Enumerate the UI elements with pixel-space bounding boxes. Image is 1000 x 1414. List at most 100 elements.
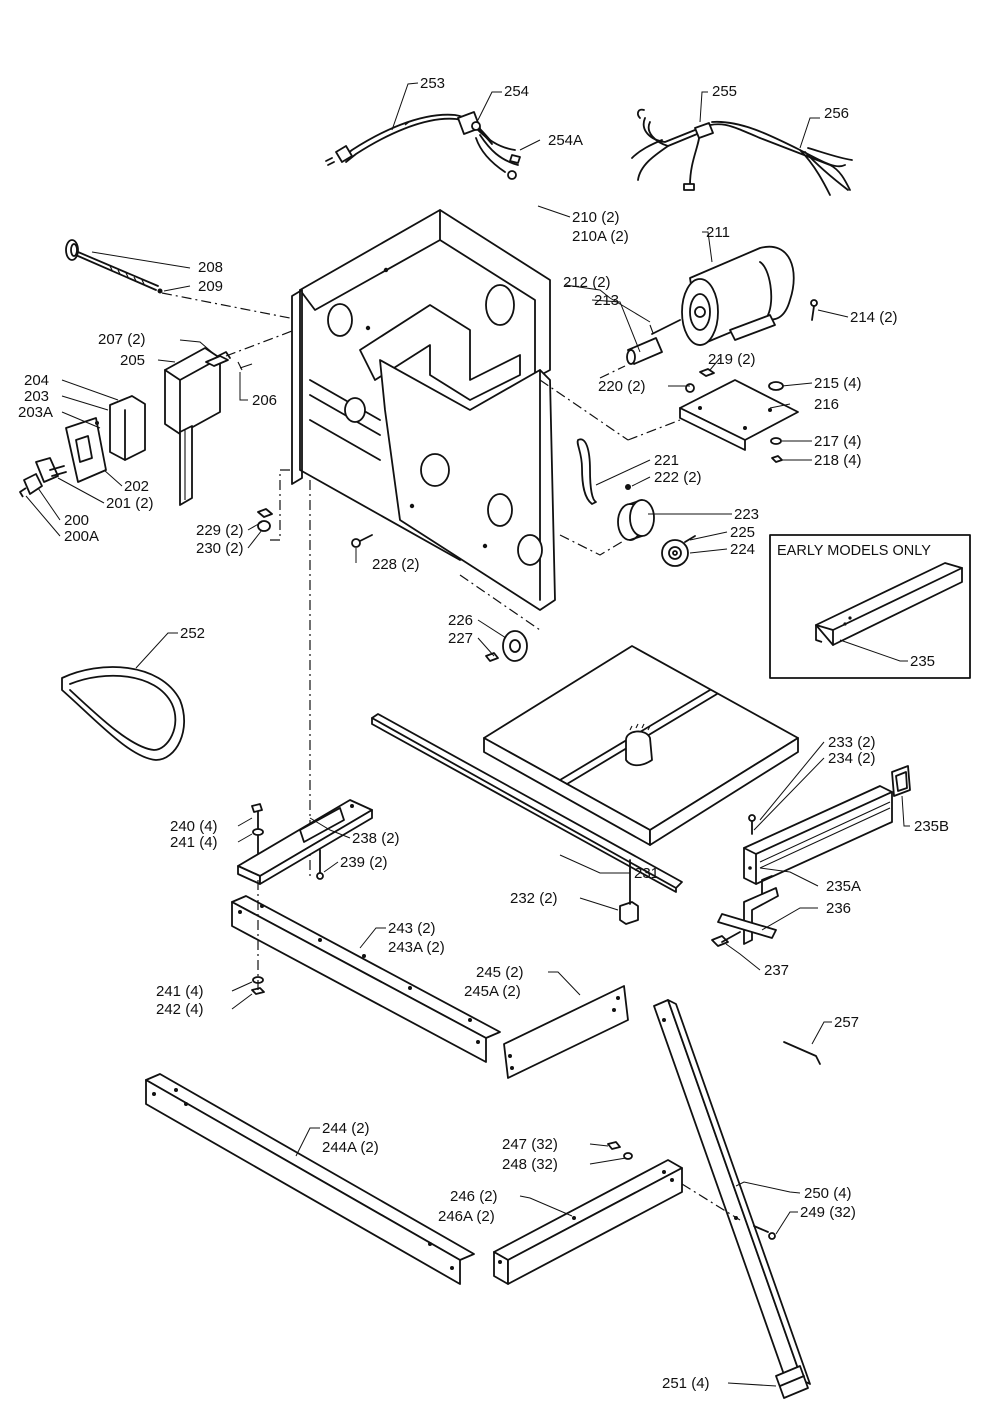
- pulley-224: [661, 539, 689, 567]
- assembly-line: [161, 292, 301, 321]
- assembly-line: [270, 469, 292, 541]
- label-241a: 241 (4): [170, 834, 218, 851]
- label-235A: 235A: [826, 878, 861, 895]
- switch-box-205: [164, 347, 221, 506]
- motor-plate-216: [679, 379, 799, 451]
- label-238: 238 (2): [352, 830, 400, 847]
- label-241b: 241 (4): [156, 983, 204, 1000]
- screw-225: [684, 535, 696, 543]
- belt-252: [61, 666, 185, 761]
- label-206: 206: [252, 392, 277, 409]
- label-249: 249 (32): [800, 1204, 856, 1221]
- assembly-line: [599, 365, 626, 379]
- nut-247: [607, 1141, 621, 1150]
- bolt-249: [753, 1225, 776, 1240]
- washer-241: [252, 828, 264, 836]
- bracket-236: [717, 875, 779, 945]
- label-205: 205: [120, 352, 145, 369]
- leader-lines: [25, 82, 910, 1387]
- nut-218: [771, 455, 783, 463]
- label-221: 221: [654, 452, 679, 469]
- label-203: 203: [24, 388, 49, 405]
- washer-220: [685, 383, 695, 393]
- label-211: 211: [706, 224, 730, 241]
- rail-231: [371, 713, 683, 893]
- label-246A: 246A (2): [438, 1208, 495, 1225]
- label-253: 253: [420, 75, 445, 92]
- nut-227: [485, 652, 499, 662]
- label-255: 255: [712, 83, 737, 100]
- screw-206: [237, 361, 243, 371]
- label-251: 251 (4): [662, 1375, 710, 1392]
- end-cap-235B: [891, 765, 911, 797]
- label-252: 252: [180, 625, 205, 642]
- setscrew-212: [649, 324, 654, 334]
- label-209: 209: [198, 278, 223, 295]
- bolt-239: [316, 849, 324, 880]
- saw-base-cabinet: [291, 209, 556, 611]
- nut-242: [251, 987, 265, 995]
- switch-200: [19, 457, 67, 498]
- brace-245: [503, 985, 629, 1079]
- label-203A: 203A: [18, 404, 53, 421]
- label-256: 256: [824, 105, 849, 122]
- brace-244: [145, 1073, 475, 1285]
- brace-246: [493, 1159, 683, 1285]
- screw-233: [748, 814, 756, 835]
- label-243: 243 (2): [388, 920, 436, 937]
- washer-217: [770, 437, 782, 445]
- inset-early-models: EARLY MODELS ONLY: [769, 534, 971, 679]
- label-245A: 245A (2): [464, 983, 521, 1000]
- foot-251: [775, 1365, 809, 1399]
- assembly-line: [459, 574, 541, 631]
- assembly-line: [539, 379, 629, 441]
- washer-215: [768, 381, 784, 391]
- label-237: 237: [764, 962, 789, 979]
- assembly-line: [681, 1183, 741, 1221]
- label-242: 242 (4): [156, 1001, 204, 1018]
- label-235: 235: [910, 653, 935, 670]
- label-226: 226: [448, 612, 473, 629]
- label-213: 213: [594, 292, 619, 309]
- hex-wrench-257: [783, 1041, 821, 1065]
- wire-256: [711, 120, 853, 196]
- knob-237: [711, 931, 741, 947]
- assembly-line: [559, 534, 626, 556]
- label-223: 223: [734, 506, 759, 523]
- label-244A: 244A (2): [322, 1139, 379, 1156]
- label-236: 236: [826, 900, 851, 917]
- label-257: 257: [834, 1014, 859, 1031]
- pulley-226: [502, 630, 528, 662]
- washer-248: [623, 1152, 633, 1160]
- label-212: 212 (2): [563, 274, 611, 291]
- label-234: 234 (2): [828, 750, 876, 767]
- label-204: 204: [24, 372, 49, 389]
- label-201: 201 (2): [106, 495, 154, 512]
- strain-relief-254: [457, 111, 521, 180]
- label-215: 215 (4): [814, 375, 862, 392]
- label-214: 214 (2): [850, 309, 898, 326]
- nut-219: [699, 368, 715, 377]
- label-210A: 210A (2): [572, 228, 629, 245]
- label-243A: 243A (2): [388, 939, 445, 956]
- label-229: 229 (2): [196, 522, 244, 539]
- assembly-line: [627, 419, 681, 441]
- label-210: 210 (2): [572, 209, 620, 226]
- switch-plate-202: [65, 417, 107, 483]
- label-230: 230 (2): [196, 540, 244, 557]
- part-labels: 253 254 254A 255 256 210 (2) 210A (2) 21…: [18, 75, 949, 1392]
- inset-title: EARLY MODELS ONLY: [777, 543, 931, 559]
- label-225: 225: [730, 524, 755, 541]
- label-208: 208: [198, 259, 223, 276]
- label-244: 244 (2): [322, 1120, 370, 1137]
- label-239: 239 (2): [340, 854, 388, 871]
- label-218: 218 (4): [814, 452, 862, 469]
- label-228: 228 (2): [372, 556, 420, 573]
- brace-243: [231, 895, 501, 1063]
- label-231: 231: [634, 865, 659, 882]
- label-235B: 235B: [914, 818, 949, 835]
- motor-cord-255: [631, 108, 851, 191]
- label-217: 217 (4): [814, 433, 862, 450]
- label-232: 232 (2): [510, 890, 558, 907]
